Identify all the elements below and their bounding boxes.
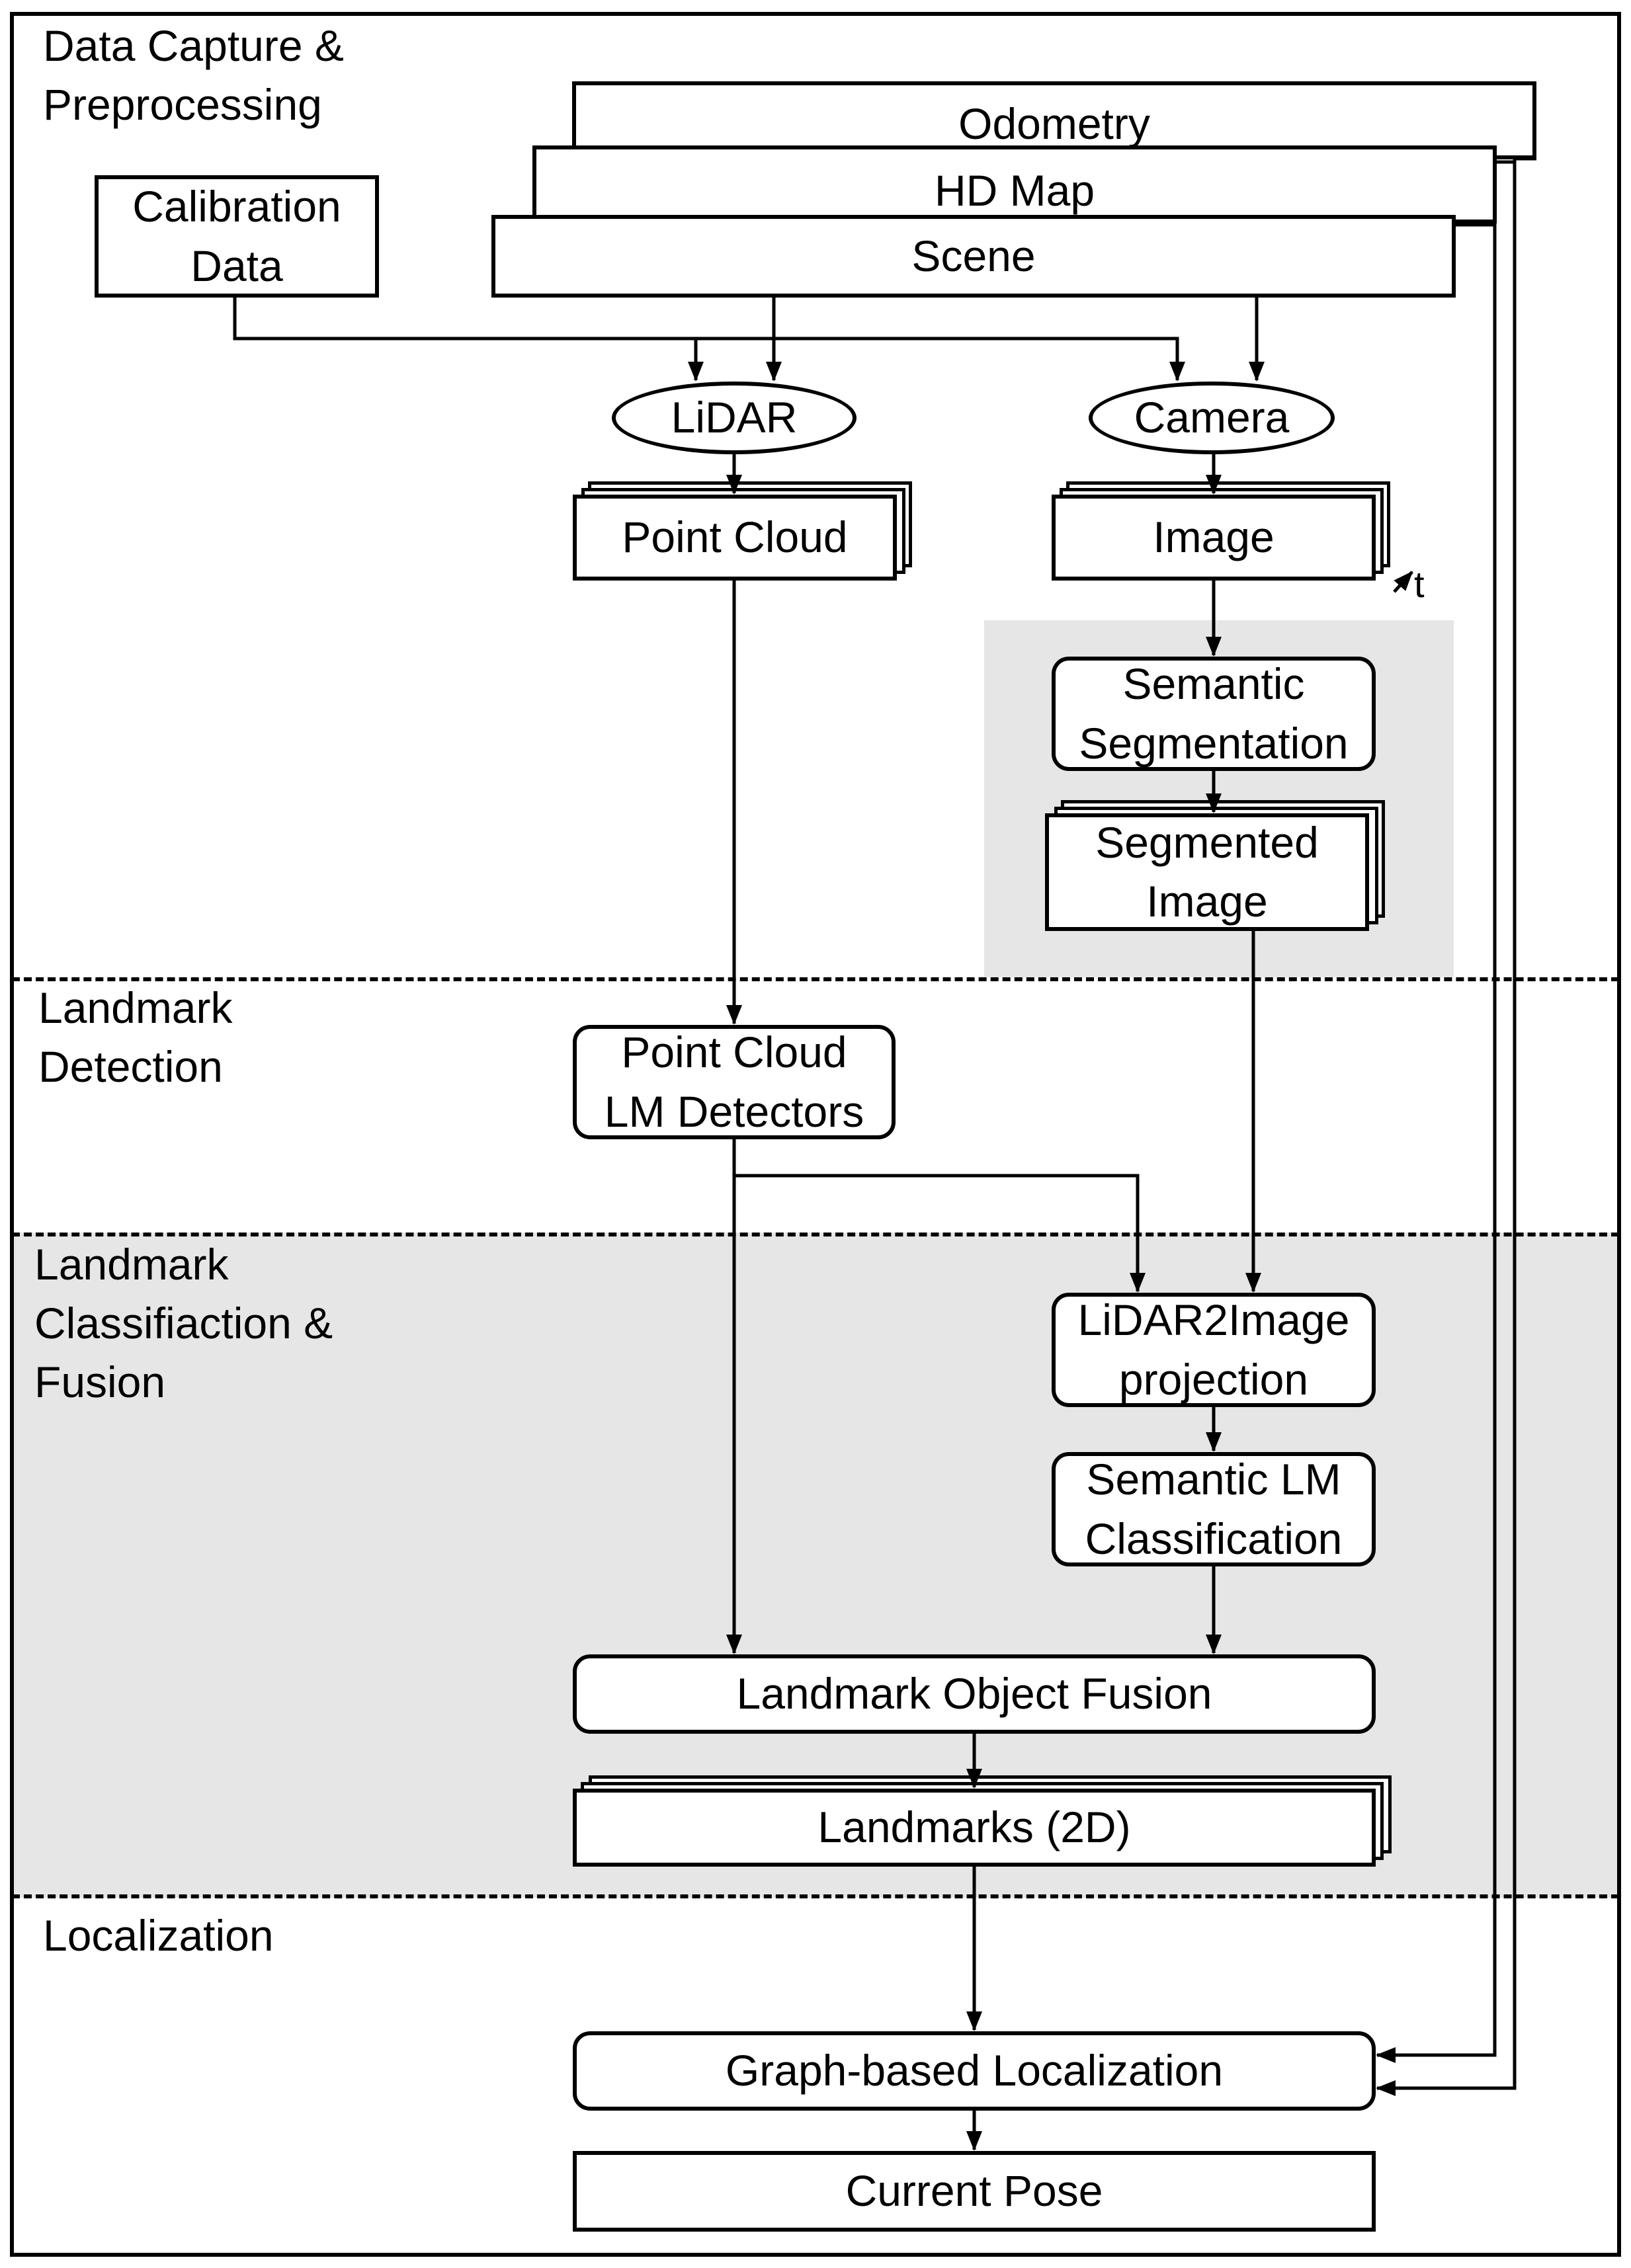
outer-frame xyxy=(10,12,1621,2257)
landmarks-2d-label: Landmarks (2D) xyxy=(817,1802,1131,1852)
pc-lm-detectors-box: Point Cloud LM Detectors xyxy=(573,1025,896,1139)
hd-map-label: HD Map xyxy=(934,166,1095,215)
pc-lm-detectors-label: Point Cloud LM Detectors xyxy=(604,1028,864,1136)
semantic-lm-classification-label: Semantic LM Classification xyxy=(1085,1455,1343,1563)
section-label-capture: Data Capture & Preprocessing xyxy=(43,21,344,130)
point-cloud-box: Point Cloud xyxy=(573,495,897,581)
section-label-classification: Landmark Classifiaction & Fusion xyxy=(34,1240,333,1407)
lidar-sensor: LiDAR xyxy=(612,382,857,454)
section-divider-localization xyxy=(12,1894,1619,1898)
semantic-segmentation-label: Semantic Segmentation xyxy=(1079,659,1349,768)
time-marker-arrow xyxy=(1393,571,1413,593)
landmarks-2d-box: Landmarks (2D) xyxy=(573,1789,1376,1867)
section-label-localization: Localization xyxy=(43,1911,274,1960)
edge-calibration-to-camera xyxy=(696,337,1185,382)
section-divider-classification xyxy=(12,1233,1619,1236)
calibration-data-label: Calibration Data xyxy=(132,182,341,290)
image-box: Image xyxy=(1052,495,1376,581)
lidar2image-box: LiDAR2Image projection xyxy=(1052,1293,1376,1407)
edge-scene-to-localization xyxy=(1376,223,1497,2063)
graph-localization-box: Graph-based Localization xyxy=(573,2031,1376,2111)
segmented-image-box: Segmented Image xyxy=(1045,813,1369,931)
image-label: Image xyxy=(1153,512,1275,562)
calibration-data-box: Calibration Data xyxy=(95,175,379,298)
landmark-object-fusion-label: Landmark Object Fusion xyxy=(736,1669,1212,1719)
odometry-label: Odometry xyxy=(958,99,1150,148)
scene-label: Scene xyxy=(911,231,1036,280)
edge-odometry-to-localization xyxy=(1376,157,1536,2096)
edge-calibration-to-lidar xyxy=(233,298,704,382)
semantic-lm-classification-box: Semantic LM Classification xyxy=(1052,1452,1376,1566)
time-marker-label: t xyxy=(1414,563,1425,605)
section-label-detection: Landmark Detection xyxy=(38,983,233,1092)
semantic-segmentation-box: Semantic Segmentation xyxy=(1052,657,1376,771)
section-divider-detection xyxy=(12,977,1619,981)
lidar-label: LiDAR xyxy=(671,393,798,442)
graph-localization-label: Graph-based Localization xyxy=(725,2046,1224,2095)
camera-label: Camera xyxy=(1134,393,1290,442)
scene-box: Scene xyxy=(491,215,1456,298)
camera-sensor: Camera xyxy=(1089,382,1335,454)
current-pose-box: Current Pose xyxy=(573,2151,1376,2232)
point-cloud-label: Point Cloud xyxy=(622,512,848,562)
segmented-image-label: Segmented Image xyxy=(1095,817,1319,926)
edge-detectors-to-projection xyxy=(734,1174,1146,1293)
landmark-object-fusion-box: Landmark Object Fusion xyxy=(573,1654,1376,1734)
current-pose-label: Current Pose xyxy=(845,2166,1103,2216)
lidar2image-label: LiDAR2Image projection xyxy=(1077,1295,1350,1404)
